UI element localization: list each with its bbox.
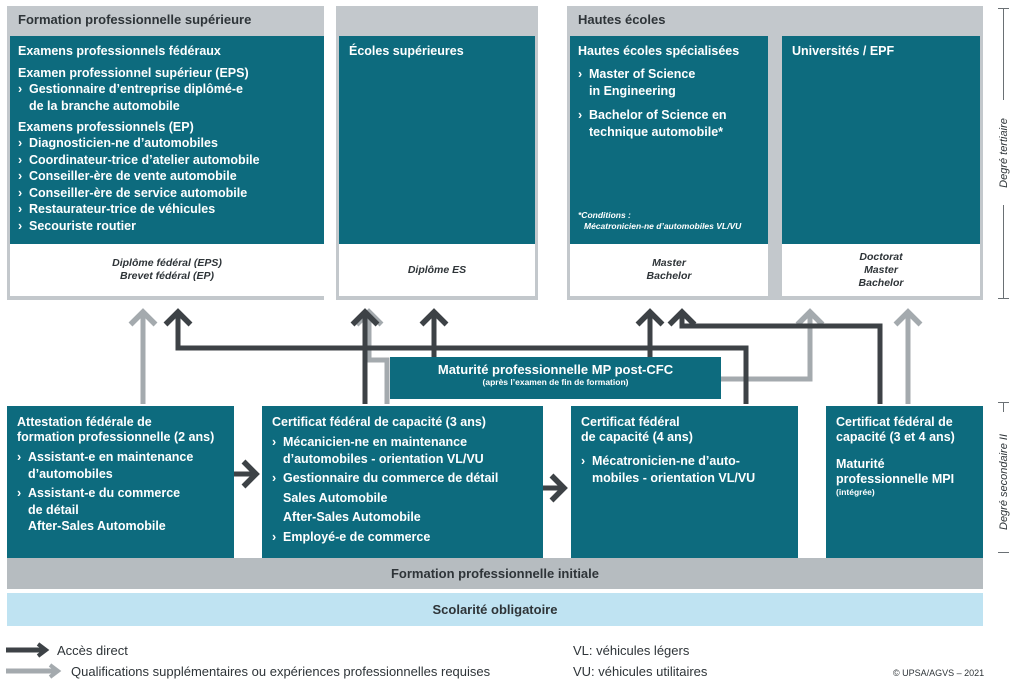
list-item: Sales Automobile [283,490,388,505]
es-box: Écoles supérieures [339,36,535,244]
exams-title: Examens professionnels fédéraux [18,44,221,58]
hes-note: *Conditions : Mécatronicien-ne d’automob… [578,210,742,231]
list-item: After-Sales Automobile [283,510,421,524]
cfc4-box: Certificat fédéral de capacité (4 ans) M… [571,406,798,558]
exams-box: Examens professionnels fédéraux Examen p… [10,36,324,244]
he-heading: Hautes écoles [578,12,666,27]
copyright: © UPSA/AGVS – 2021 [893,668,985,678]
list-item: Diagnosticien-ne d’automobiles [18,135,316,152]
afp-box: Attestation fédérale de formation profes… [7,406,234,558]
list-item: Conseiller-ère de vente automobile [18,168,316,185]
cfc4-list: Mécatronicien-ne d’auto- mobiles - orien… [581,453,788,486]
list-item: Employé-e de commerce [272,529,533,546]
mp-box: Maturité professionnelle MP post-CFC (ap… [390,357,721,399]
legend-vl: VL: véhicules légers [573,643,690,658]
afp-list: Assistant-e en maintenance d’automobiles… [17,449,224,535]
uni-title: Universités / EPF [792,44,895,58]
cfc34-box: Certificat fédéral de capacité (3 et 4 a… [826,406,983,558]
list-item: Assistant-e en maintenance [17,449,224,466]
band-initiale: Formation professionnelle initiale [7,558,983,589]
list-item: Assistant-e du commerce [17,485,224,502]
mp-title: Maturité professionnelle MP post-CFC [437,362,674,377]
mp-subtitle: (après l’examen de fin de formation) [482,377,629,387]
legend-arrows [6,642,62,679]
legend-vu: VU: véhicules utilitaires [573,664,708,679]
tertiaire-label: Degré tertiaire [992,100,1016,205]
cfc3-title: Certificat fédéral de capacité (3 ans) [272,415,486,429]
list-item: technique automobile* [589,124,724,139]
mpi-note: (intégrée) [836,487,875,497]
arrow-mpi-to-hes [667,308,883,404]
list-item: de détail [28,502,79,517]
list-item: de la branche automobile [29,98,180,113]
mpi-title: Maturité professionnelle MPI [836,457,955,486]
list-item: Mécanicien-ne en maintenance [272,434,533,451]
hes-box: Hautes écoles spécialisées Master of Sci… [570,36,768,244]
list-item: Bachelor of Science en [578,107,760,124]
hes-list: Master of Science in Engineering Bachelo… [578,66,760,140]
list-item: d’automobiles - orientation VL/VU [283,451,484,466]
exams-footer: Diplôme fédéral (EPS)Brevet fédéral (EP) [10,244,324,296]
band-obligatoire: Scolarité obligatoire [7,593,983,626]
list-item: Secouriste routier [18,218,316,235]
list-item: Gestionnaire d’entreprise diplômé-e [18,81,316,98]
list-item: mobiles - orientation VL/VU [592,470,756,485]
list-item: Mécatronicien-ne d’auto- [581,453,788,470]
secondaire-label: Degré secondaire II [992,412,1016,552]
list-item: Conseiller-ère de service automobile [18,185,316,202]
list-item: Gestionnaire du commerce de détail [272,470,533,487]
list-item: d’automobiles [28,466,113,481]
es-title: Écoles supérieures [349,44,464,58]
list-item: Master of Science [578,66,760,83]
eps-title: Examen professionnel supérieur (EPS) [18,66,249,80]
arrow-cfc3-to-es [354,308,390,404]
list-item: After-Sales Automobile [28,519,166,533]
list-item: Restaurateur-trice de véhicules [18,201,316,218]
legend-direct: Accès direct [57,643,128,658]
list-item: in Engineering [589,83,676,98]
hes-title: Hautes écoles spécialisées [578,44,740,58]
legend-supp: Qualifications supplémentaires ou expéri… [71,664,491,679]
list-item: Coordinateur-trice d’atelier automobile [18,152,316,169]
eps-list: Gestionnaire d’entreprise diplômé-e de l… [18,81,316,114]
cfc3-list: Mécanicien-ne en maintenance d’automobil… [272,434,533,545]
ep-list: Diagnosticien-ne d’automobiles Coordinat… [18,135,316,234]
es-footer: Diplôme ES [339,244,535,296]
arrow-cfc-to-exams [163,308,749,404]
uni-box: Universités / EPF [782,36,980,244]
ep-title: Examens professionnels (EP) [18,120,194,134]
arrow-mp-to-uni [720,308,825,382]
cfc3-box: Certificat fédéral de capacité (3 ans) M… [262,406,543,558]
